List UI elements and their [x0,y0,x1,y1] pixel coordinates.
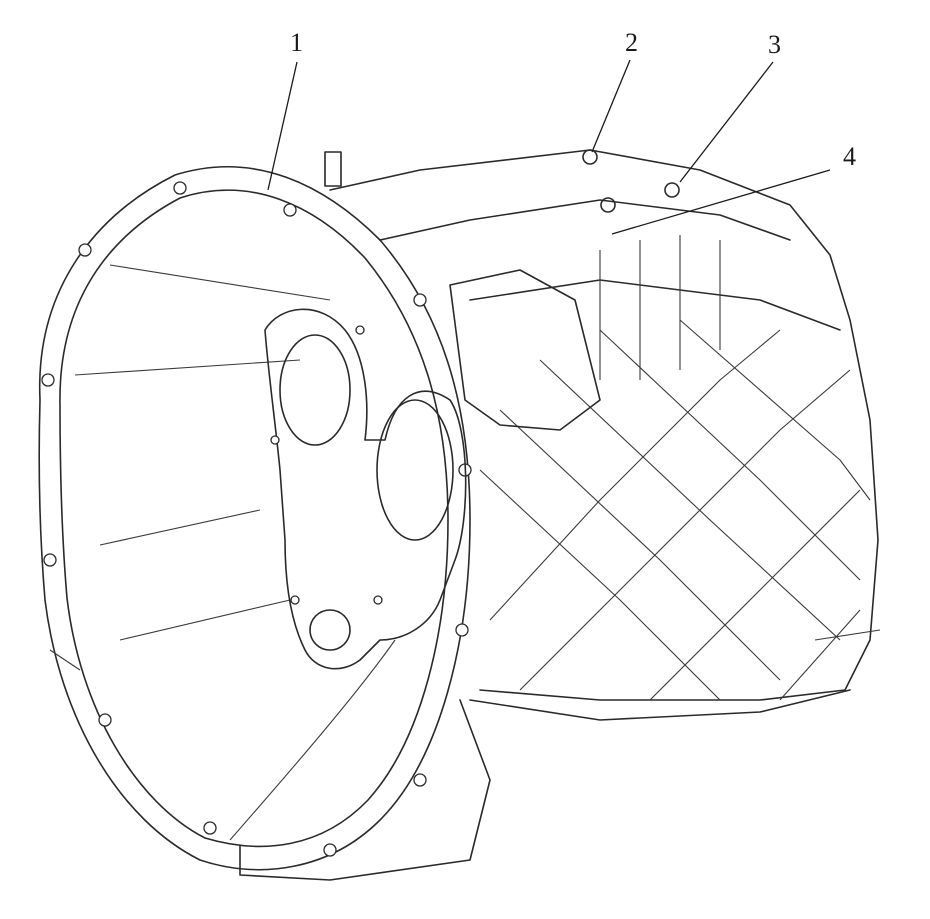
leader-3 [679,61,774,183]
callout-4: 4 [843,142,856,171]
leader-1 [267,61,298,191]
main-case [49,149,881,881]
leader-2 [591,59,631,153]
callout-2: 2 [625,28,638,57]
callout-3: 3 [768,30,781,59]
bell-housing [38,166,472,871]
bearing-plate [264,308,467,670]
leader-4 [611,169,831,235]
leader-lines [267,59,831,235]
callout-1: 1 [290,28,303,57]
